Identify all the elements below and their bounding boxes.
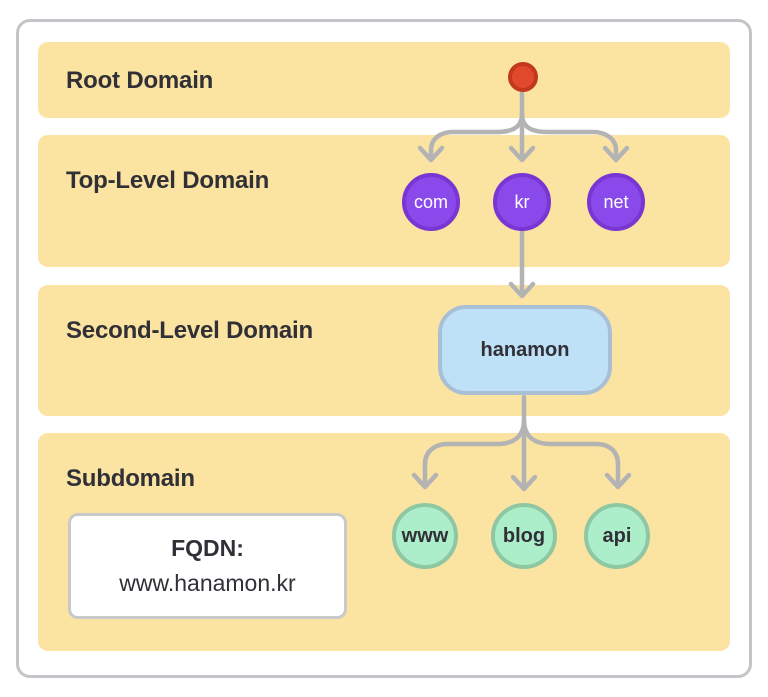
node-subdomain-www-label: www xyxy=(401,524,449,547)
row-label-top-level-domain: Top-Level Domain xyxy=(66,167,270,194)
row-label-second-level-domain: Second-Level Domain xyxy=(66,317,313,344)
node-subdomain-blog-label: blog xyxy=(502,524,546,547)
root-dot-icon xyxy=(508,62,538,92)
node-subdomain-api-label: api xyxy=(602,524,632,547)
node-sld-hanamon-label: hanamon xyxy=(480,338,570,361)
node-tld-kr-label: kr xyxy=(514,191,530,212)
row-second-level-domain: Second-Level Domain xyxy=(38,285,730,416)
node-tld-net: net xyxy=(587,173,645,231)
node-tld-com: com xyxy=(402,173,460,231)
node-subdomain-blog: blog xyxy=(491,503,557,569)
row-label-subdomain: Subdomain xyxy=(66,465,195,492)
node-subdomain-api: api xyxy=(584,503,650,569)
node-tld-net-label: net xyxy=(603,191,629,212)
fqdn-box: FQDN: www.hanamon.kr xyxy=(68,513,347,619)
node-subdomain-www: www xyxy=(392,503,458,569)
node-sld-hanamon: hanamon xyxy=(438,305,612,395)
fqdn-label: FQDN: xyxy=(171,535,244,561)
node-tld-com-label: com xyxy=(413,191,448,212)
fqdn-value: www.hanamon.kr xyxy=(119,570,296,596)
row-label-root-domain: Root Domain xyxy=(66,67,214,94)
row-root-domain: Root Domain xyxy=(38,42,730,118)
node-tld-kr: kr xyxy=(493,173,551,231)
